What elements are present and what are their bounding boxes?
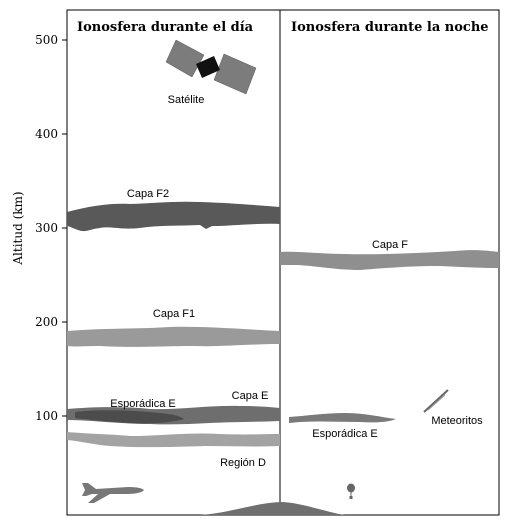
y-tick-label-100: 100: [35, 409, 58, 423]
layer-f1-label: Capa F1: [153, 308, 195, 320]
layer-f-night-label: Capa F: [372, 239, 408, 251]
satellite-label: Satélite: [168, 94, 205, 106]
satellite-icon: [165, 39, 257, 95]
sporadic-e-day-label: Esporádica E: [110, 398, 175, 410]
region-d-band: [67, 432, 280, 448]
sporadic-e-night-label: Esporádica E: [312, 428, 377, 440]
layer-f2-band: [67, 201, 280, 232]
meteor-icon: [423, 389, 449, 413]
layer-e-label: Capa E: [232, 390, 269, 402]
y-tick-label-500: 500: [35, 33, 58, 47]
y-tick-label-200: 200: [35, 315, 58, 329]
y-tick-label-400: 400: [35, 127, 58, 141]
airplane-icon: [82, 483, 144, 503]
day-panel-title: Ionosfera durante el día: [77, 20, 254, 35]
meteors-label: Meteoritos: [431, 415, 483, 427]
sporadic-e-night-band: [289, 413, 396, 423]
balloon-icon: [347, 483, 355, 499]
ground-hill: [200, 502, 345, 515]
satellite-panel-right: [213, 53, 257, 95]
y-tick-label-300: 300: [35, 221, 58, 235]
layer-f1-band: [67, 326, 280, 347]
satellite-panel-left: [165, 39, 205, 78]
layer-f-night-band: [280, 250, 499, 270]
y-axis-ticks: 100 200 300 400 500: [35, 33, 67, 423]
night-panel-title: Ionosfera durante la noche: [291, 20, 489, 35]
y-axis-label: Altitud (km): [11, 191, 25, 265]
layer-f2-label: Capa F2: [127, 188, 169, 200]
satellite-body: [196, 56, 220, 78]
sporadic-e-day-band: [75, 410, 184, 424]
region-d-label: Región D: [220, 457, 266, 469]
